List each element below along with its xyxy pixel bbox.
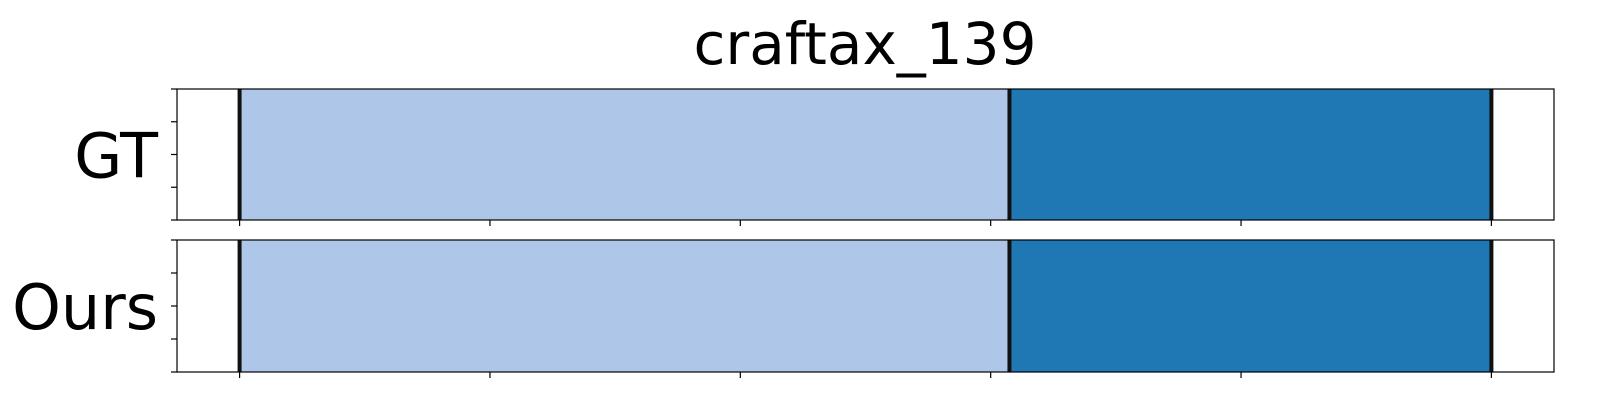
segment-ours-1 bbox=[239, 240, 1010, 372]
row-label-gt: GT bbox=[74, 120, 159, 193]
rows-layer: GT Ours bbox=[12, 88, 1555, 378]
row-label-ours: Ours bbox=[12, 271, 158, 344]
row-gt: GT bbox=[74, 88, 1555, 226]
chart-title: craftax_139 bbox=[694, 10, 1037, 78]
segment-ours-2 bbox=[1009, 240, 1492, 372]
row-ours: Ours bbox=[12, 239, 1555, 378]
segment-gt-1 bbox=[239, 89, 1010, 220]
segment-gt-2 bbox=[1009, 89, 1492, 220]
